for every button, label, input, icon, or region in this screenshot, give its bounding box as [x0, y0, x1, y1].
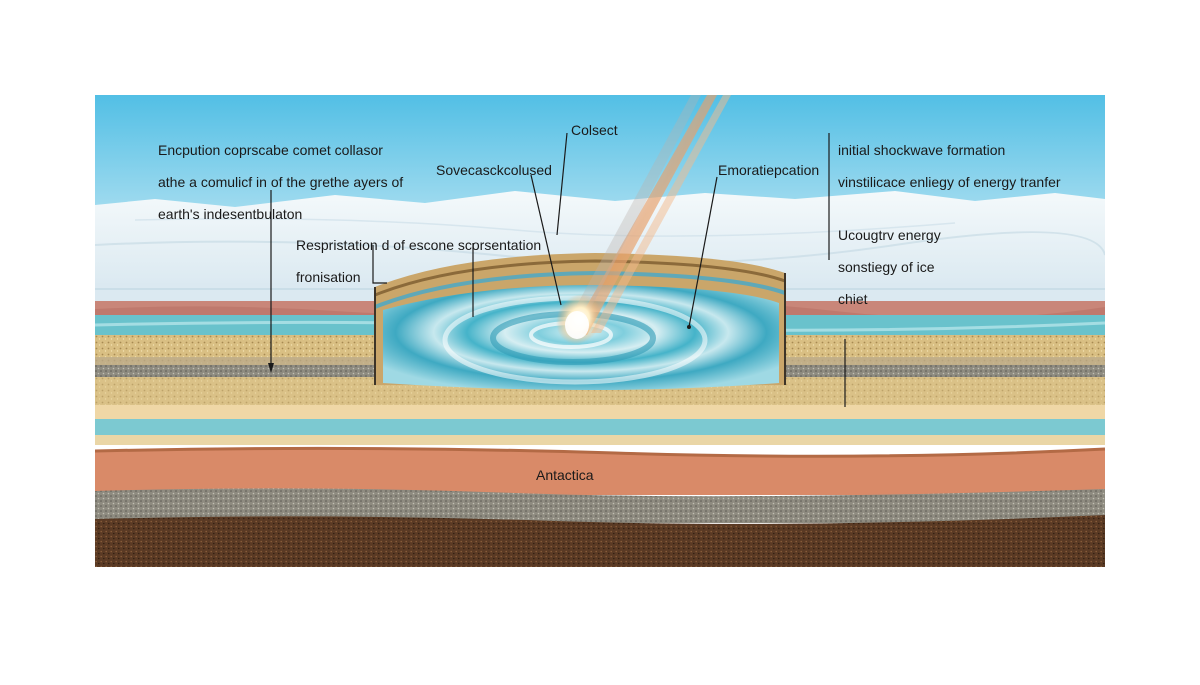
cross-section-illustration: [95, 95, 1105, 567]
label-mid-right: Ucougtrv energy sonstiegy of ice chiet: [838, 227, 941, 307]
label-bottom: Antactica: [536, 467, 594, 483]
label-top-left: Encpution coprscabe comet collasor athe …: [158, 142, 404, 222]
label-top-right: initial shockwave formation vinstilicace…: [838, 142, 1061, 190]
label-sovecas: Sovecasckcolused: [436, 162, 552, 178]
impact-crater-diagram: Encpution coprscabe comet collasor athe …: [95, 95, 1105, 567]
label-colsect: Colsect: [571, 122, 618, 138]
label-crater-left: Respristation d of escone scorsentation …: [296, 237, 542, 285]
label-emorat: Emoratiepcation: [718, 162, 820, 178]
